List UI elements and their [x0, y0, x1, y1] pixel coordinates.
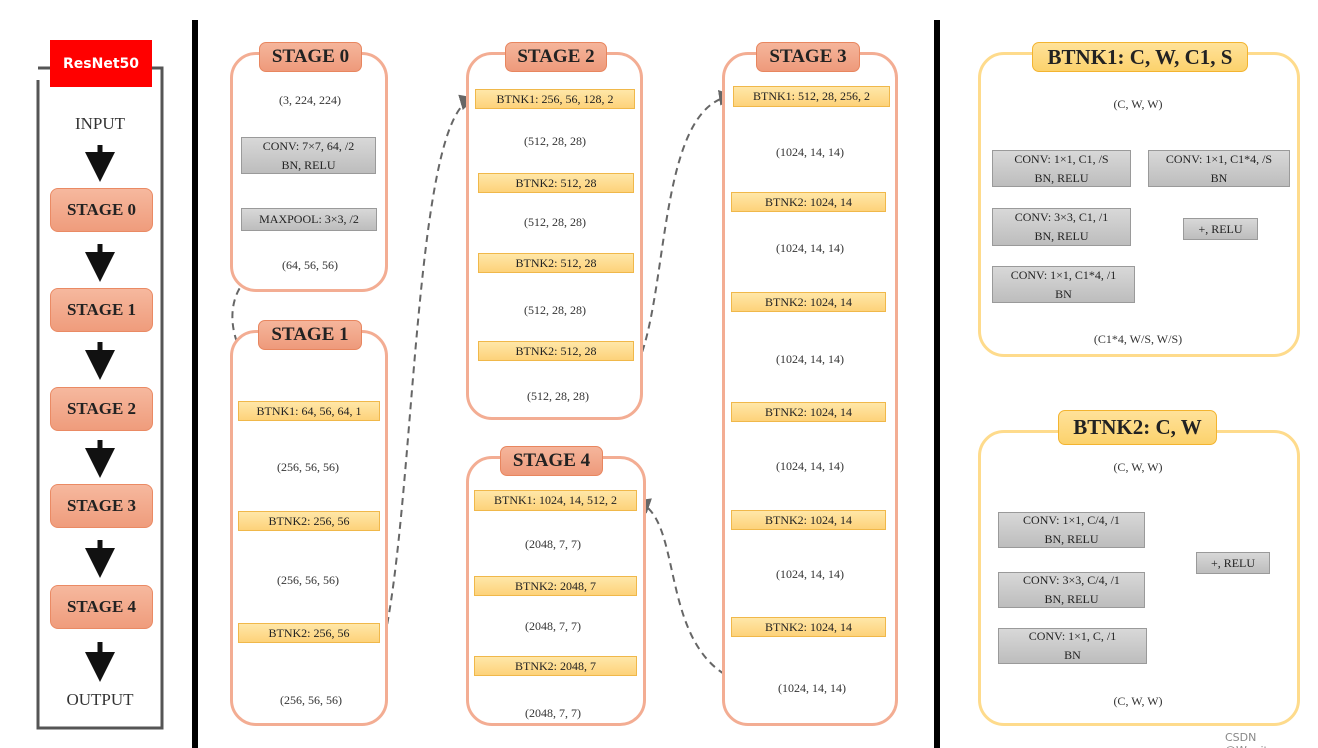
conv-block: CONV: 1×1, C1*4, /1 BN [992, 266, 1135, 303]
conv-line: CONV: 1×1, C/4, /1 [1023, 513, 1120, 527]
block: BTNK2: 2048, 7 [474, 576, 637, 596]
conv-line: BN, RELU [1034, 229, 1089, 243]
overview-stage-2: STAGE 2 [50, 387, 153, 431]
stage0-title: STAGE 0 [259, 42, 362, 72]
btnk1-title: BTNK1: C, W, C1, S [1032, 42, 1248, 72]
conv-line: BN, RELU [1044, 592, 1099, 606]
block: BTNK2: 512, 28 [478, 173, 634, 193]
block: BTNK2: 1024, 14 [731, 192, 886, 212]
block: BTNK1: 64, 56, 64, 1 [238, 401, 380, 421]
conv-block: CONV: 1×1, C, /1 BN [998, 628, 1147, 664]
overview-bracket [36, 66, 164, 730]
shape-label: (512, 28, 28) [524, 215, 586, 229]
shape-label: (1024, 14, 14) [776, 459, 844, 473]
conv-block: CONV: 3×3, C1, /1 BN, RELU [992, 208, 1131, 246]
conv-line: CONV: 1×1, C1*4, /1 [1010, 267, 1117, 282]
stage2-title: STAGE 2 [505, 42, 607, 72]
conv-line: BN, RELU [1034, 170, 1089, 185]
shape-label: (512, 28, 28) [524, 303, 586, 317]
maxpool-block: MAXPOOL: 3×3, /2 [241, 208, 377, 231]
overview-stage-1: STAGE 1 [50, 288, 153, 332]
input-label: INPUT [74, 114, 126, 133]
block: BTNK2: 512, 28 [478, 253, 634, 273]
shape-label: (2048, 7, 7) [525, 537, 581, 551]
conv-line: CONV: 3×3, C1, /1 [1014, 210, 1109, 224]
shape-label: (C1*4, W/S, W/S) [1093, 332, 1183, 346]
conv-line: BN, RELU [281, 157, 336, 172]
conv-block: CONV: 1×1, C1, /S BN, RELU [992, 150, 1131, 187]
conv-line: BN, RELU [1044, 532, 1099, 546]
block: BTNK1: 1024, 14, 512, 2 [474, 490, 637, 511]
block: BTNK2: 1024, 14 [731, 402, 886, 422]
conv-line: BN [1055, 286, 1072, 301]
shape-label: (2048, 7, 7) [525, 619, 581, 633]
block: BTNK2: 256, 56 [238, 511, 380, 531]
shape-label: (2048, 7, 7) [525, 706, 581, 720]
conv-block: CONV: 3×3, C/4, /1 BN, RELU [998, 572, 1145, 608]
conv-line: CONV: 1×1, C1, /S [1014, 151, 1109, 166]
shape-label: (C, W, W) [1113, 97, 1163, 111]
conv-line: CONV: 7×7, 64, /2 [262, 138, 355, 153]
resnet50-title: ResNet50 [50, 40, 152, 87]
stage3-container [722, 52, 898, 726]
btnk1-container [978, 52, 1300, 357]
watermark: CSDN @Wuqitong [1225, 731, 1289, 748]
block: BTNK2: 1024, 14 [731, 292, 886, 312]
add-relu-block: +, RELU [1183, 218, 1258, 240]
add-relu-block: +, RELU [1196, 552, 1270, 574]
block: BTNK2: 1024, 14 [731, 617, 886, 637]
conv-line: BN [1064, 648, 1081, 662]
conv-line: BN [1210, 170, 1228, 185]
block: BTNK1: 512, 28, 256, 2 [733, 86, 890, 107]
shape-label: (256, 56, 56) [277, 573, 339, 587]
stage4-title: STAGE 4 [500, 446, 603, 476]
conv-line: CONV: 1×1, C, /1 [1028, 629, 1117, 643]
block: BTNK2: 2048, 7 [474, 656, 637, 676]
conv-block: CONV: 7×7, 64, /2 BN, RELU [241, 137, 376, 174]
shape-label: (1024, 14, 14) [776, 352, 844, 366]
conv-line: CONV: 1×1, C1*4, /S [1165, 151, 1273, 166]
shape-label: (512, 28, 28) [527, 389, 589, 403]
shortcut-conv-block: CONV: 1×1, C1*4, /S BN [1148, 150, 1290, 187]
shape-label: (1024, 14, 14) [776, 145, 844, 159]
conv-line: CONV: 3×3, C/4, /1 [1023, 573, 1120, 587]
shape-label: (3, 224, 224) [279, 93, 341, 107]
shape-label: (64, 56, 56) [282, 258, 338, 272]
shape-label: (C, W, W) [1113, 460, 1163, 474]
block: BTNK2: 1024, 14 [731, 510, 886, 530]
shape-label: (1024, 14, 14) [778, 681, 846, 695]
overview-stage-0: STAGE 0 [50, 188, 153, 232]
shape-label: (1024, 14, 14) [776, 241, 844, 255]
shape-label: (1024, 14, 14) [776, 567, 844, 581]
overview-stage-3: STAGE 3 [50, 484, 153, 528]
stage1-title: STAGE 1 [258, 320, 362, 350]
shape-label: (256, 56, 56) [277, 460, 339, 474]
conv-block: CONV: 1×1, C/4, /1 BN, RELU [998, 512, 1145, 548]
shape-label: (C, W, W) [1113, 694, 1163, 708]
shape-label: (256, 56, 56) [280, 693, 342, 707]
overview-stage-4: STAGE 4 [50, 585, 153, 629]
block: BTNK2: 512, 28 [478, 341, 634, 361]
block: BTNK1: 256, 56, 128, 2 [475, 89, 635, 109]
stage3-title: STAGE 3 [756, 42, 860, 72]
shape-label: (512, 28, 28) [524, 134, 586, 148]
block: BTNK2: 256, 56 [238, 623, 380, 643]
output-label: OUTPUT [66, 690, 134, 709]
btnk2-title: BTNK2: C, W [1058, 410, 1217, 445]
